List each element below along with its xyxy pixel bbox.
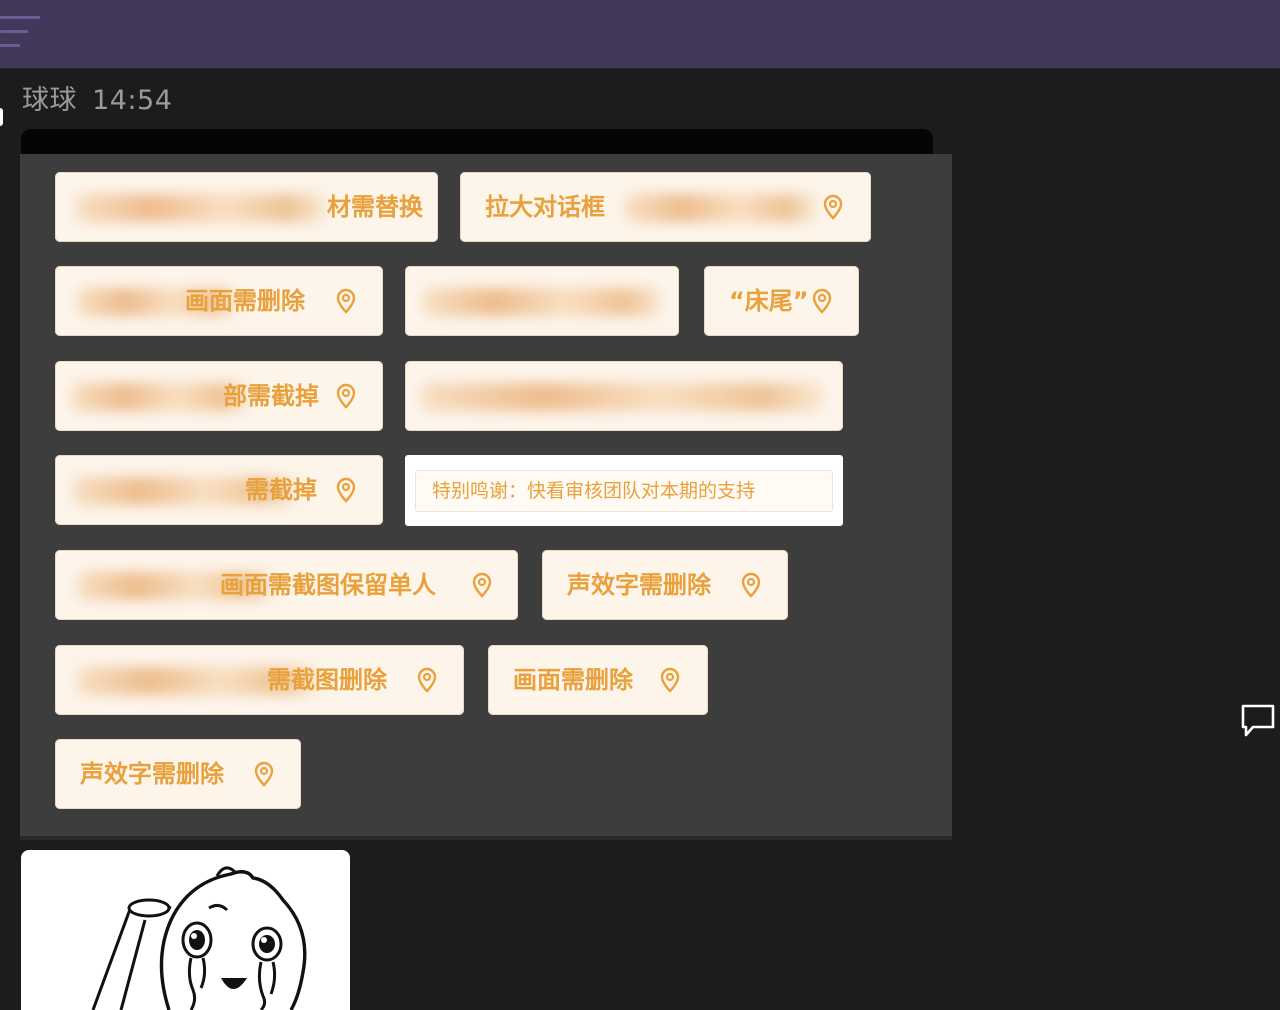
top-bar — [0, 0, 1280, 69]
review-tag[interactable]: 拉大对话框 — [460, 172, 871, 242]
tag-text: 材需替换 — [327, 193, 423, 221]
sender-name: 球球 — [22, 85, 77, 116]
credits-card: 特别鸣谢：快看审核团队对本期的支持 — [405, 455, 843, 526]
location-pin-icon — [336, 477, 356, 503]
blurred-text — [625, 194, 815, 222]
review-tag[interactable] — [405, 266, 679, 336]
location-pin-icon — [741, 572, 761, 598]
blurred-text — [75, 194, 325, 222]
location-pin-icon — [823, 194, 843, 220]
review-tag[interactable]: 画面需删除 — [55, 266, 383, 336]
tag-text: 声效字需删除 — [567, 571, 711, 599]
tag-text: 画面需截图保留单人 — [220, 571, 436, 599]
location-pin-icon — [812, 288, 832, 314]
review-tag[interactable]: 声效字需删除 — [55, 739, 301, 809]
tag-text: 画面需删除 — [185, 287, 305, 315]
blurred-text — [423, 288, 661, 316]
location-pin-icon — [336, 288, 356, 314]
tag-text: 部需截掉 — [223, 382, 319, 410]
blurred-text — [73, 477, 295, 505]
blurred-text — [77, 572, 273, 600]
crying-cartoon-sticker — [91, 866, 307, 1010]
credits-text: 特别鸣谢：快看审核团队对本期的支持 — [415, 470, 833, 512]
review-tag[interactable]: 声效字需删除 — [542, 550, 788, 620]
hamburger-menu-icon[interactable] — [0, 14, 42, 50]
location-pin-icon — [660, 667, 680, 693]
tag-text: 声效字需删除 — [80, 760, 224, 788]
comment-bubble-icon[interactable] — [1239, 702, 1277, 740]
tag-text: “床尾” — [729, 287, 809, 315]
sticker-image[interactable] — [21, 850, 350, 1010]
tag-text: 需截掉 — [245, 476, 317, 504]
review-tag[interactable]: 需截图删除 — [55, 645, 464, 715]
review-tag[interactable]: 需截掉 — [55, 455, 383, 525]
review-tag[interactable] — [405, 361, 843, 431]
tag-text: 拉大对话框 — [485, 193, 605, 221]
message-header: 球球 14:54 — [22, 78, 172, 117]
location-pin-icon — [417, 667, 437, 693]
blurred-text — [421, 383, 823, 411]
tag-text: 画面需删除 — [513, 666, 633, 694]
image-message-bottom-edge — [20, 836, 952, 840]
collapsed-sidebar-handle[interactable] — [0, 108, 4, 130]
review-tag[interactable]: 画面需删除 — [488, 645, 708, 715]
message-time: 14:54 — [92, 85, 173, 116]
review-tag[interactable]: 材需替换 — [55, 172, 438, 242]
location-pin-icon — [472, 572, 492, 598]
review-tag[interactable]: “床尾” — [704, 266, 859, 336]
blurred-text — [77, 667, 317, 695]
tag-text: 需截图删除 — [267, 666, 387, 694]
location-pin-icon — [254, 761, 274, 787]
review-tag[interactable]: 部需截掉 — [55, 361, 383, 431]
blurred-text — [71, 383, 249, 411]
location-pin-icon — [336, 383, 356, 409]
review-tag[interactable]: 画面需截图保留单人 — [55, 550, 518, 620]
blurred-text — [77, 288, 237, 316]
